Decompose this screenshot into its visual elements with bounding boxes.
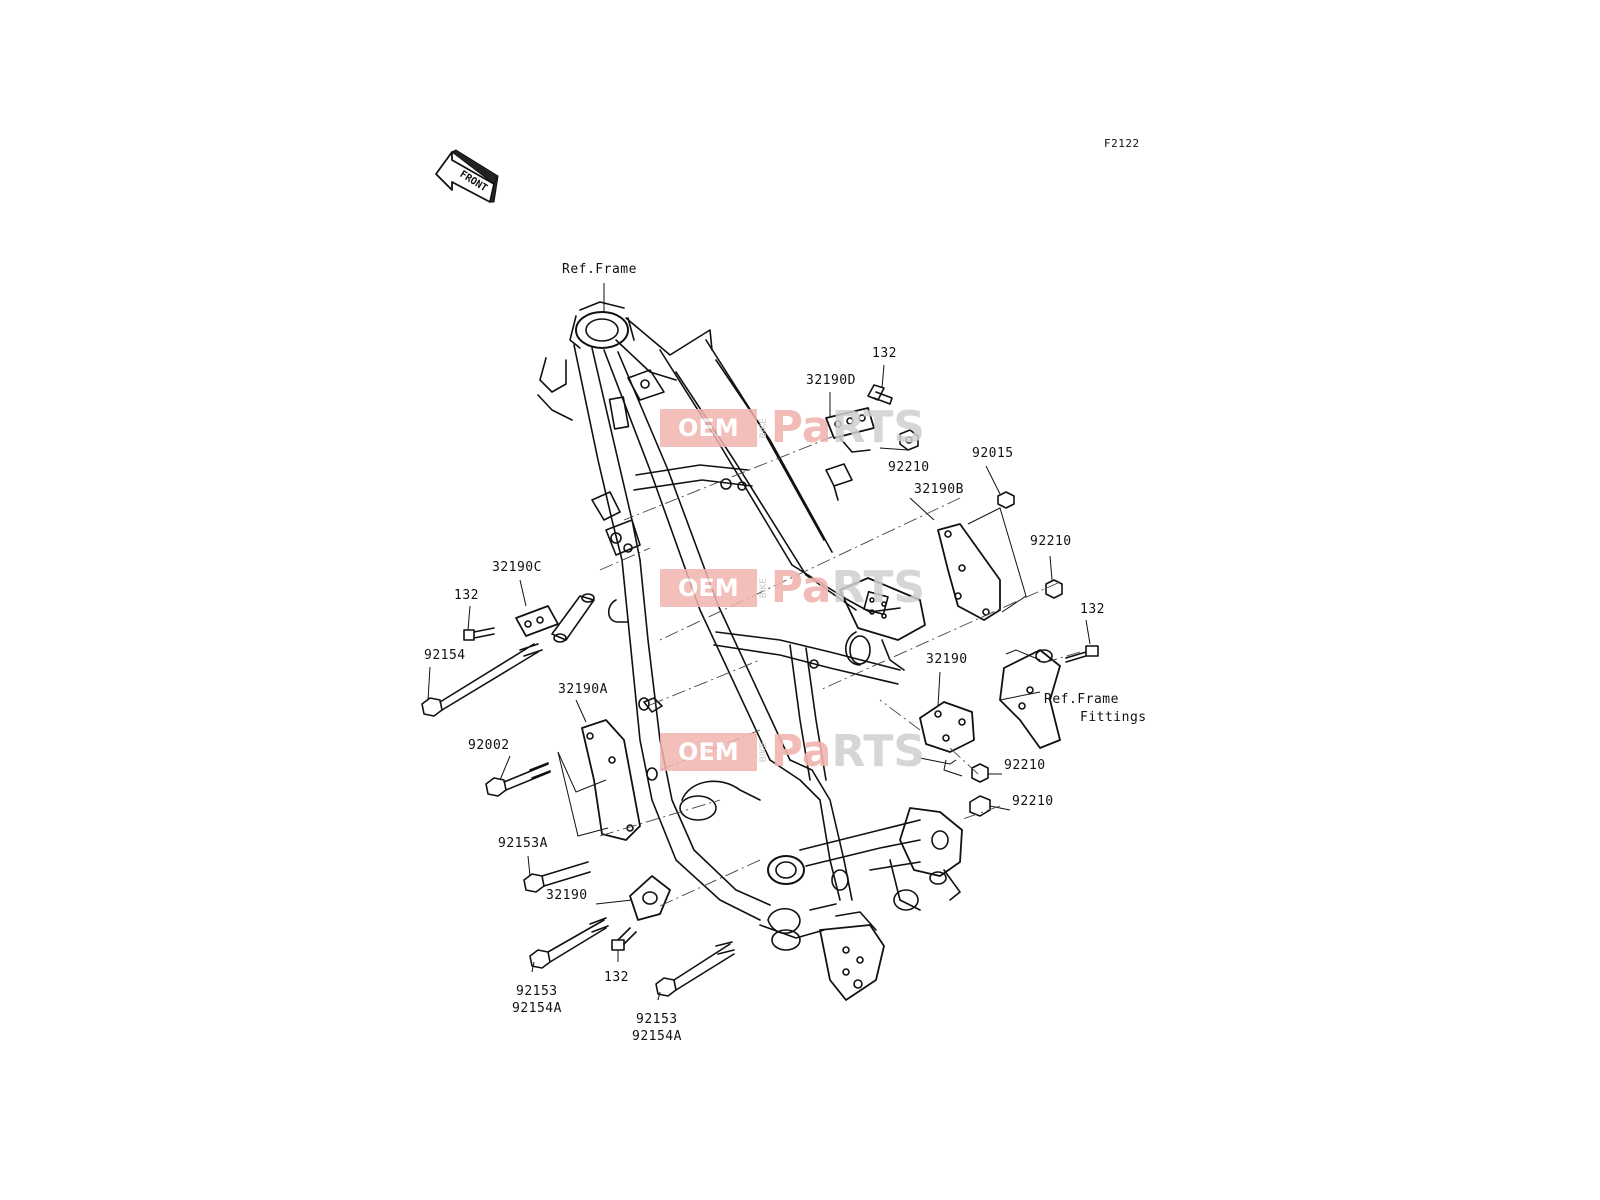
label-ref-frame-fittings-2: Fittings — [1080, 710, 1147, 725]
label-92154: 92154 — [424, 648, 466, 663]
label-92210-top: 92210 — [888, 460, 930, 475]
nut-92210-mid-icon — [971, 763, 989, 783]
bolt-92154-icon — [421, 643, 543, 717]
bolt-132-top-icon — [867, 384, 893, 405]
label-92210-mid: 92210 — [1004, 758, 1046, 773]
label-92210-low: 92210 — [1012, 794, 1054, 809]
label-92210-right: 92210 — [1030, 534, 1072, 549]
label-ref-frame-fittings-1: Ref.Frame — [1044, 692, 1119, 707]
label-32190-low: 32190 — [546, 888, 588, 903]
nut-92210-low-icon — [969, 795, 991, 817]
bracket-32190C-icon — [515, 593, 595, 643]
main-frame — [537, 301, 963, 1001]
label-132-bottom: 132 — [604, 970, 629, 985]
bracket-32190D-icon — [825, 407, 875, 501]
bolt-92153A-icon — [523, 861, 591, 893]
bolt-92153-center-icon — [655, 941, 735, 997]
nut-92210-right-icon — [1045, 579, 1063, 599]
bracket-32190-right-icon — [919, 701, 975, 753]
label-92153-center: 92153 — [636, 1012, 678, 1027]
label-132-right: 132 — [1080, 602, 1105, 617]
label-92153-left: 92153 — [516, 984, 558, 999]
bolt-132-bottom-icon — [611, 927, 637, 951]
bracket-32190-low-icon — [629, 875, 671, 921]
front-arrow-icon: FRONT — [435, 149, 499, 203]
leader-lines — [427, 283, 1091, 1001]
bolt-132-left-icon — [463, 627, 495, 641]
label-92153A: 92153A — [498, 836, 548, 851]
label-32190C: 32190C — [492, 560, 542, 575]
label-ref-frame-top: Ref.Frame — [562, 262, 637, 277]
label-92015: 92015 — [972, 446, 1014, 461]
nut-92210-top-icon — [899, 429, 919, 451]
label-92154A-center: 92154A — [632, 1029, 682, 1044]
axis-lines — [599, 435, 1081, 907]
label-132-top: 132 — [872, 346, 897, 361]
label-32190B: 32190B — [914, 482, 964, 497]
label-32190-right: 32190 — [926, 652, 968, 667]
bracket-32190A-icon — [581, 697, 663, 841]
label-32190D: 32190D — [806, 373, 856, 388]
bolt-92153-left-icon — [529, 917, 609, 969]
label-92002: 92002 — [468, 738, 510, 753]
stud-92002-icon — [485, 762, 551, 797]
label-92154A-left: 92154A — [512, 1001, 562, 1016]
label-132-left: 132 — [454, 588, 479, 603]
frame-fitting-bracket-icon — [999, 649, 1061, 749]
nut-92015-icon — [997, 491, 1015, 509]
label-32190A: 32190A — [558, 682, 608, 697]
bolt-132-right-icon — [1065, 645, 1099, 663]
bracket-32190B-icon — [937, 523, 1001, 621]
diagram-code: F2122 — [1104, 137, 1140, 150]
